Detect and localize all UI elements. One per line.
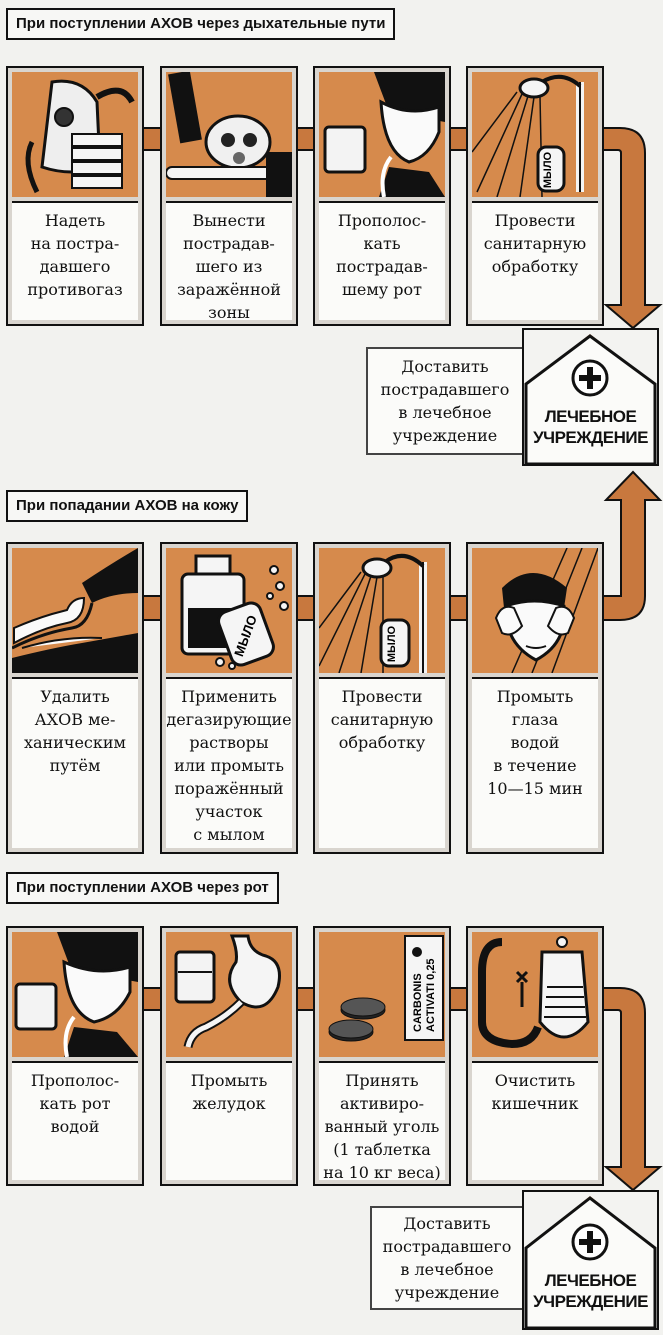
step-text: Провести санитарную обработку <box>319 677 445 848</box>
step-shower-1: МЫЛО Провести санитарную обработку <box>466 66 604 326</box>
step-rinse-mouth: Прополос- кать пострадав- шему рот <box>313 66 451 326</box>
shower-icon: МЫЛО <box>472 72 598 197</box>
step-wipe-skin: Удалить АХОВ ме- ханическим путём <box>6 542 144 854</box>
step-text: Очистить кишечник <box>472 1061 598 1180</box>
step-wash-eyes: Промыть глаза водой в течение 10—15 мин <box>466 542 604 854</box>
stomach-icon <box>166 932 292 1057</box>
hospital-sign-label: ЛЕЧЕБНОЕ УЧРЕЖДЕНИЕ <box>533 407 648 447</box>
enema-icon <box>472 932 598 1057</box>
wash-eyes-icon <box>472 548 598 673</box>
rinse-mouth-icon <box>319 72 445 197</box>
step-text: Принять активиро- ванный уголь (1 таблет… <box>319 1061 445 1182</box>
rinse-mouth-icon <box>12 932 138 1057</box>
step-solution-soap: МЫЛО Применить дегазирующие растворы или… <box>160 542 298 854</box>
deliver-note-2: Доставить пострадавшего в лечебное учреж… <box>370 1206 524 1310</box>
step-text: Прополос- кать пострадав- шему рот <box>319 201 445 320</box>
svg-text:CARBONIS ACTIVATI 0,25: CARBONIS ACTIVATI 0,25 <box>412 958 437 1032</box>
step-carry-victim: Вынести пострадав- шего из заражённой зо… <box>160 66 298 326</box>
section-title-oral: При поступлении АХОВ через рот <box>6 872 279 904</box>
step-text: Удалить АХОВ ме- ханическим путём <box>12 677 138 848</box>
hospital-sign-label: ЛЕЧЕБНОЕ УЧРЕЖДЕНИЕ <box>533 1271 648 1311</box>
section-title-respiratory: При поступлении АХОВ через дыхательные п… <box>6 8 396 40</box>
step-text: Провести санитарную обработку <box>472 201 598 320</box>
step-text: Надеть на постра- давшего противогаз <box>12 201 138 320</box>
step-gas-mask: Надеть на постра- давшего противогаз <box>6 66 144 326</box>
gas-mask-icon <box>12 72 138 197</box>
activated-carbon-icon: CARBONIS ACTIVATI 0,25 <box>319 932 445 1057</box>
step-enema: Очистить кишечник <box>466 926 604 1186</box>
step-text: Промыть желудок <box>166 1061 292 1180</box>
hospital-sign-1: ЛЕЧЕБНОЕ УЧРЕЖДЕНИЕ <box>522 328 659 466</box>
step-text: Промыть глаза водой в течение 10—15 мин <box>472 677 598 848</box>
step-stomach: Промыть желудок <box>160 926 298 1186</box>
step-text: Вынести пострадав- шего из заражённой зо… <box>166 201 292 322</box>
step-text: Прополос- кать рот водой <box>12 1061 138 1180</box>
solution-soap-icon: МЫЛО <box>166 548 292 673</box>
wipe-skin-icon <box>12 548 138 673</box>
svg-text:МЫЛО: МЫЛО <box>386 625 398 662</box>
step-text: Применить дегазирующие растворы или пром… <box>166 677 292 848</box>
hospital-sign-2: ЛЕЧЕБНОЕ УЧРЕЖДЕНИЕ <box>522 1190 659 1330</box>
section-title-skin: При попадании АХОВ на кожу <box>6 490 249 522</box>
shower-icon: МЫЛО <box>319 548 445 673</box>
carry-victim-icon <box>166 72 292 197</box>
step-shower-2: МЫЛО Провести санитарную обработку <box>313 542 451 854</box>
step-activated-carbon: CARBONIS ACTIVATI 0,25 Принять активиро-… <box>313 926 451 1186</box>
step-rinse-mouth-2: Прополос- кать рот водой <box>6 926 144 1186</box>
svg-text:МЫЛО: МЫЛО <box>542 151 554 188</box>
deliver-note-1: Доставить пострадавшего в лечебное учреж… <box>366 347 524 455</box>
